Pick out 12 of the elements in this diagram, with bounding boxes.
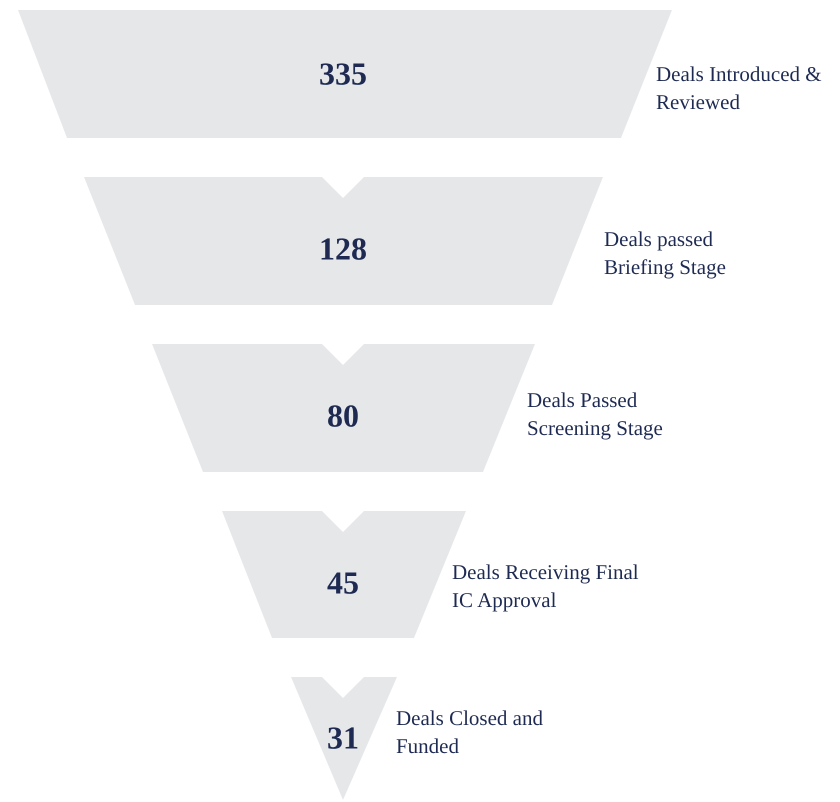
stage-caption: Deals passed Briefing Stage (604, 226, 727, 281)
stage-count: 31 (327, 720, 359, 756)
funnel-stage (291, 677, 397, 800)
stage-caption: Deals Receiving Final IC Approval (452, 559, 640, 614)
stage-count: 335 (319, 56, 367, 92)
stage-count: 128 (319, 230, 367, 268)
stage-caption: Deals Closed and Funded (396, 705, 544, 760)
stage-count: 45 (327, 564, 359, 601)
funnel-stage (84, 177, 603, 305)
stage-caption: Deals Introduced & Reviewed (656, 61, 823, 116)
stage-caption: Deals Passed Screening Stage (527, 387, 664, 442)
stage-count: 80 (327, 398, 359, 434)
